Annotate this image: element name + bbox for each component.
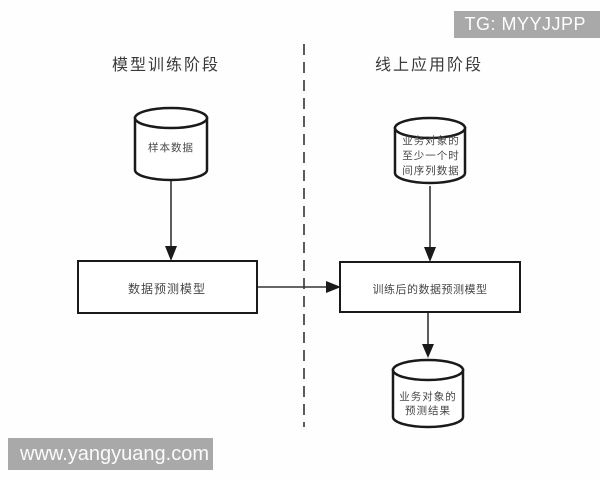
- label-data-prediction-model: 数据预测模型: [127, 282, 207, 296]
- watermark-url-bar: www.yangyuang.com: [8, 438, 213, 470]
- cylinder-top: [393, 116, 467, 140]
- cylinder-top: [133, 106, 209, 130]
- label-prediction-result: 业务对象的 预测结果: [399, 391, 457, 417]
- phase-title-left: 模型训练阶段: [111, 57, 221, 74]
- arrowhead-icon: [165, 246, 177, 261]
- cylinder-timeseries-data: [393, 116, 467, 185]
- cylinder-top: [391, 358, 465, 382]
- label-sample-data: 样本数据: [148, 142, 194, 154]
- arrow-sample-to-model: [165, 180, 177, 261]
- arrowhead-icon: [326, 281, 341, 293]
- arrowhead-icon: [424, 247, 436, 262]
- rect-trained-model: [339, 261, 521, 313]
- label-timeseries-data: 业务对象的 至少一个时 间序列数据: [402, 135, 460, 177]
- cylinder-body: [393, 126, 467, 185]
- cylinder-prediction-result: [391, 358, 465, 429]
- rect-data-prediction-model: [77, 260, 258, 314]
- arrow-trained-to-result: [422, 312, 434, 358]
- phase-title-right: 线上应用阶段: [374, 57, 484, 74]
- cylinder-body: [133, 116, 209, 182]
- cylinder-body: [391, 368, 465, 429]
- watermark-badge: TG: MYYJJPP: [454, 11, 600, 38]
- cylinder-sample-data: [133, 106, 209, 182]
- label-trained-model: 训练后的数据预测模型: [372, 284, 488, 296]
- arrow-timeseries-to-trained: [424, 186, 436, 262]
- arrow-model-to-trained: [257, 281, 341, 293]
- arrowhead-icon: [422, 344, 434, 358]
